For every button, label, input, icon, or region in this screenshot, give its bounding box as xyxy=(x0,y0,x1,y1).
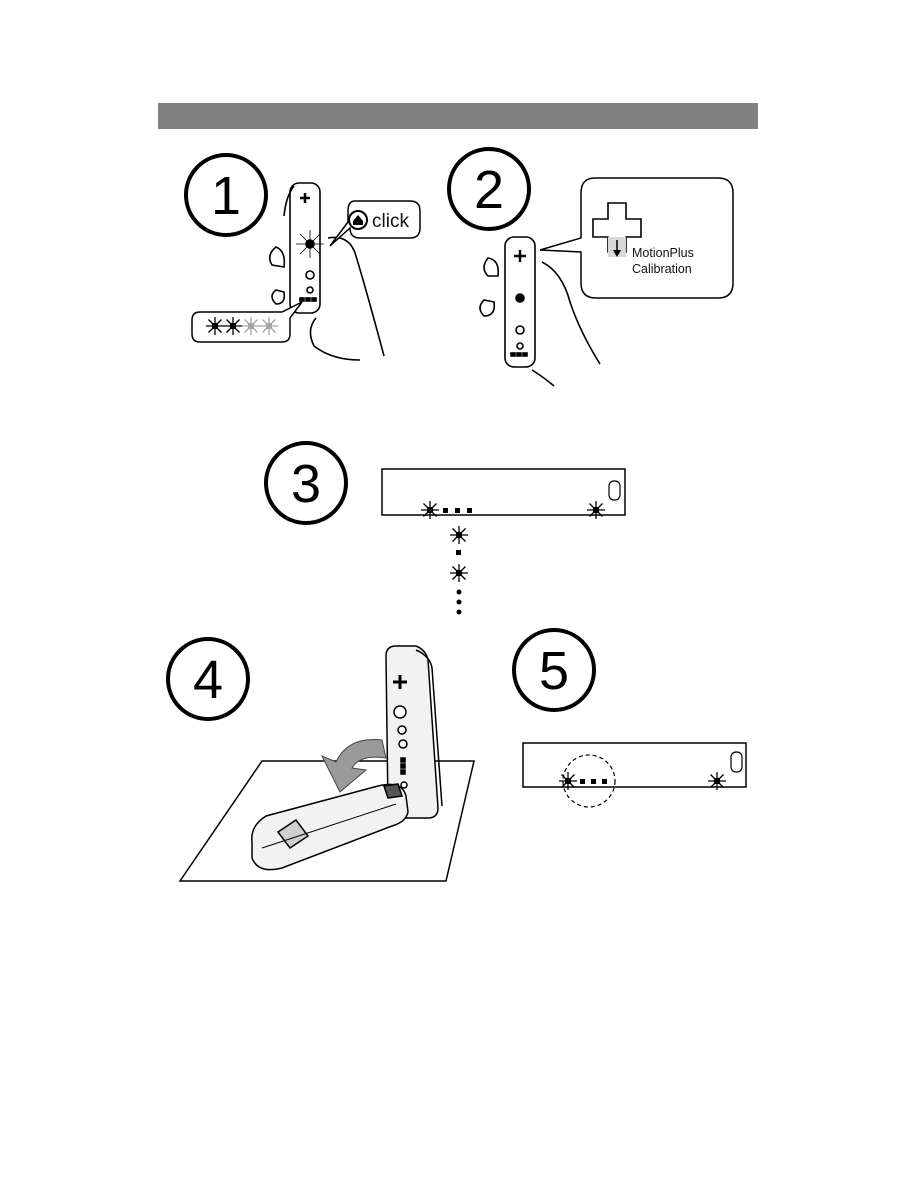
step-2: 2 MotionPlus Calibration xyxy=(449,149,733,386)
sync-led-icon xyxy=(587,501,605,519)
calibration-label: Calibration xyxy=(632,262,692,276)
click-label: click xyxy=(372,211,409,232)
sparkle-around-home xyxy=(296,230,324,258)
step-5-number: 5 xyxy=(539,641,569,701)
power-led-icon xyxy=(421,501,439,519)
step-1-number: 1 xyxy=(211,166,241,226)
step-4-number: 4 xyxy=(193,650,223,710)
sync-led-icon xyxy=(708,772,726,790)
power-led-icon xyxy=(559,772,577,790)
step-3-number: 3 xyxy=(291,454,321,514)
step-5: 5 xyxy=(514,630,746,807)
step-3: 3 xyxy=(266,443,625,615)
led-burst-icon xyxy=(224,317,242,335)
step-2-number: 2 xyxy=(474,160,504,220)
led-burst-icon-dim xyxy=(260,317,278,335)
console-step3 xyxy=(382,469,625,519)
led-burst-icon-dim xyxy=(242,317,260,335)
led-burst-icon xyxy=(206,317,224,335)
console-step5 xyxy=(523,743,746,807)
led-callout xyxy=(192,302,302,342)
motionplus-label: MotionPlus xyxy=(632,246,694,260)
step-4: 4 xyxy=(168,639,474,881)
step-1: 1 click xyxy=(186,155,420,360)
motionplus-callout: MotionPlus Calibration xyxy=(540,178,733,298)
blink-sequence xyxy=(450,526,468,615)
